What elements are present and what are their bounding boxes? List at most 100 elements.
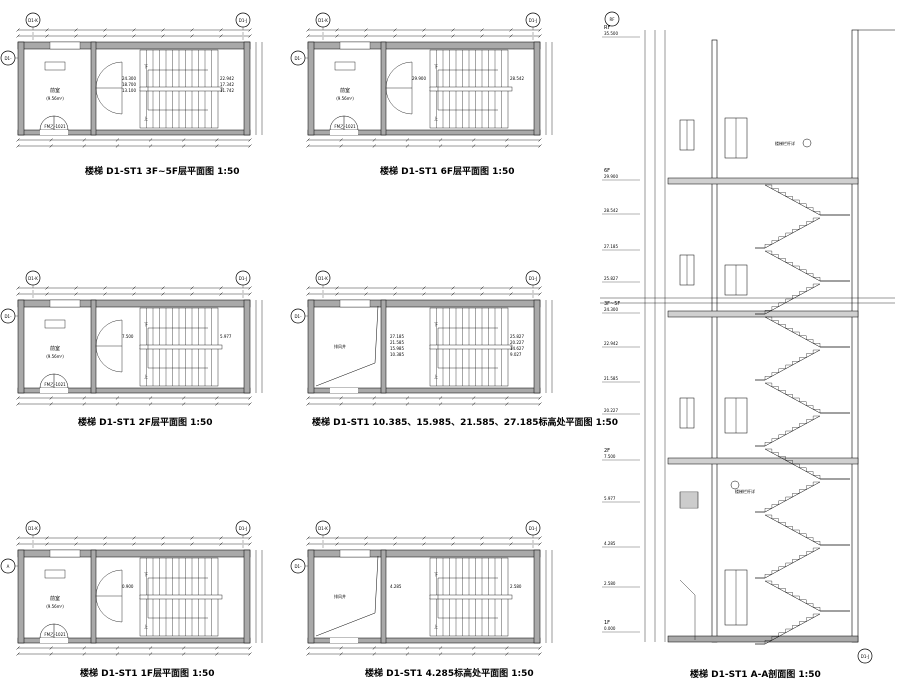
dimension-tick <box>219 542 223 546</box>
dimension-tick <box>148 144 153 148</box>
dimension-tick <box>364 542 368 546</box>
stair-step <box>799 225 807 230</box>
dimension-tick <box>248 646 252 650</box>
stair-step <box>806 471 814 476</box>
dimension-tick <box>103 542 107 546</box>
stair-step <box>785 328 793 332</box>
stair-step <box>813 541 821 545</box>
dimension-tick <box>190 34 194 38</box>
dimension-tick <box>190 292 194 296</box>
stair-step <box>771 570 779 575</box>
stair-step <box>764 244 772 248</box>
stair-step <box>778 522 786 527</box>
wall <box>90 299 97 394</box>
dimension-tick <box>74 536 78 540</box>
wall <box>380 41 387 136</box>
dimension-tick <box>393 536 397 540</box>
level-value: 0.900 <box>122 584 134 589</box>
up-mark: 上 <box>434 623 438 629</box>
axis-bubble <box>857 648 873 664</box>
dimension-tick <box>45 292 49 296</box>
dimension-tick <box>422 542 426 546</box>
wall <box>243 299 251 394</box>
stair-step <box>785 562 793 567</box>
cabinet <box>44 319 66 329</box>
stair-step <box>813 475 821 479</box>
dimension-tick <box>248 396 252 400</box>
dimension-tick <box>538 646 542 650</box>
dimension-tick <box>405 396 410 400</box>
dimension-tick <box>148 646 153 650</box>
stair-step <box>792 427 800 431</box>
stair-step <box>813 343 821 347</box>
dimension-tick <box>103 34 107 38</box>
dimension-tick <box>364 292 368 296</box>
stair-step <box>785 364 793 369</box>
axis-label: D1-K <box>318 18 328 23</box>
dimension-tick <box>103 286 107 290</box>
stair-step <box>799 423 807 428</box>
dimension-tick <box>472 138 476 142</box>
wall <box>380 549 387 644</box>
dimension-tick <box>393 292 397 296</box>
level-value: 2.580 <box>604 581 616 586</box>
dimension-tick <box>480 28 484 32</box>
dimension-tick <box>190 28 194 32</box>
door-label: FM乙-1021 <box>44 631 66 637</box>
stair-step <box>785 628 793 633</box>
dimension-tick <box>335 286 339 290</box>
dimension-tick <box>182 144 186 148</box>
dimension-tick <box>538 144 542 148</box>
dimension-tick <box>438 138 443 142</box>
stair-step <box>813 607 821 611</box>
room-area: (9.56m²) <box>336 96 354 101</box>
level-value: 17.342 <box>220 82 234 87</box>
dimension-tick <box>190 286 194 290</box>
dimension-tick <box>219 292 223 296</box>
stair-step <box>765 580 773 585</box>
dimension-tick <box>248 536 252 540</box>
wall <box>380 299 387 394</box>
dimension-tick <box>538 542 542 546</box>
stair-step <box>806 221 814 226</box>
room-name: 排风井 <box>334 593 346 599</box>
axis-label: D1- <box>294 314 302 319</box>
stair-step <box>778 632 786 637</box>
dimension-tick <box>509 536 513 540</box>
dimension-tick <box>248 542 252 546</box>
dimension-tick <box>161 292 165 296</box>
stair-step <box>771 188 779 193</box>
dimension-tick <box>215 144 219 148</box>
level-value: 22.942 <box>220 76 234 81</box>
walk-line <box>147 577 208 619</box>
window-opening <box>339 41 371 50</box>
room-name: 前室 <box>50 87 60 94</box>
axis-label: D1- <box>294 56 302 61</box>
dimension-tick <box>438 396 443 400</box>
dimension-tick <box>509 286 513 290</box>
dimension-tick <box>103 292 107 296</box>
dimension-tick <box>45 542 49 546</box>
floor-slab <box>667 457 859 465</box>
level-value: 24.300 <box>604 307 618 312</box>
stair-step <box>778 236 786 241</box>
stair-step <box>764 574 772 578</box>
stair-step <box>771 372 779 377</box>
dimension-tick <box>45 28 49 32</box>
dimension-tick <box>49 138 53 142</box>
stair-step <box>806 339 814 344</box>
stair-step <box>771 636 779 641</box>
door-swing <box>343 115 359 131</box>
dimension-tick <box>335 292 339 296</box>
dimension-tick <box>248 144 252 148</box>
stair-step <box>806 207 814 212</box>
handrail <box>429 86 513 92</box>
walk-line <box>147 327 208 369</box>
dimension-tick <box>538 28 542 32</box>
dimension-tick <box>103 28 107 32</box>
dimension-tick <box>16 646 20 650</box>
stair-door-swing <box>95 87 123 115</box>
dimension-tick <box>405 652 410 656</box>
stair-step <box>812 283 820 288</box>
plan-title: 楼梯 D1-ST1 3F~5F层平面图 1:50 <box>85 165 240 177</box>
